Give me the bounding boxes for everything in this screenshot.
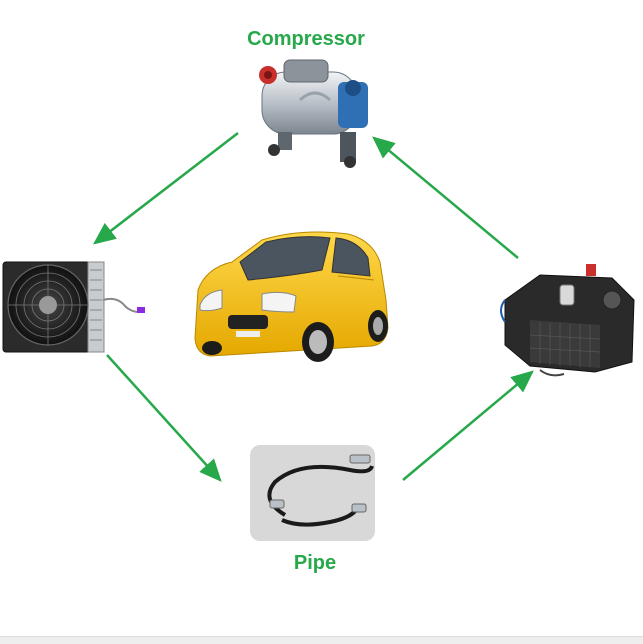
arrow-compressor-to-condenser: [95, 133, 238, 243]
arrow-evaporator-to-compressor: [374, 138, 518, 258]
hose-pipe-icon: [250, 445, 375, 541]
arrow-pipe-to-evaporator: [403, 372, 532, 480]
condenser-fan-icon: [3, 262, 145, 352]
electric-car-icon: [195, 232, 388, 362]
compressor-icon: [259, 60, 368, 168]
hvac-evaporator-unit-icon: [501, 264, 634, 375]
arrow-condenser-to-pipe: [107, 355, 220, 480]
